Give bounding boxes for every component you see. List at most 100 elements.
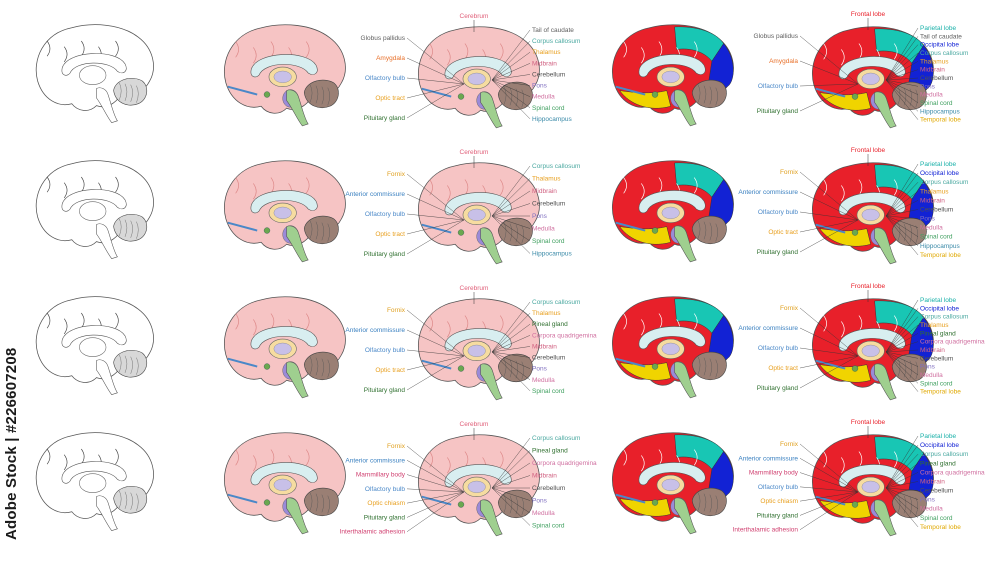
label-midbrain: Midbrain	[920, 347, 945, 354]
leader-line	[491, 79, 531, 120]
label-spinal-cord: Spinal cord	[532, 523, 565, 530]
cerebellum-fold	[903, 495, 907, 514]
label-optic-tract: Optic tract	[375, 95, 405, 102]
brain-body	[35, 432, 154, 532]
olfactory-bulb-shape	[421, 87, 452, 98]
label-globus-pallidus: Globus pallidus	[361, 35, 406, 42]
label-anterior-commissure: Anterior commissure	[738, 189, 798, 196]
thalamus-shape	[79, 201, 107, 221]
leader-line	[799, 307, 859, 357]
leader-line	[885, 36, 919, 81]
globus-pallidus-shape	[467, 72, 486, 85]
label-fornix: Fornix	[387, 307, 406, 314]
leader-line	[885, 487, 919, 491]
cerebellum-fold	[503, 222, 507, 241]
pituitary-shape	[457, 365, 465, 372]
globus-pallidus-shape	[861, 72, 880, 85]
leader-line	[799, 355, 859, 389]
cerebellum-fold	[503, 494, 507, 513]
brain-body	[811, 298, 934, 401]
label-pons: Pons	[920, 497, 936, 504]
label-cerebrum: Cerebrum	[460, 285, 489, 292]
label-frontal-lobe: Frontal lobe	[851, 283, 886, 290]
cerebellum-fold	[321, 494, 325, 513]
leader-line	[885, 79, 919, 87]
gyrus-line	[63, 46, 68, 63]
leader-line	[406, 219, 465, 235]
cerebellum-shape	[691, 487, 727, 517]
leader-line	[491, 487, 531, 514]
cerebellum-fold	[119, 490, 122, 508]
gyrus-line	[46, 312, 51, 329]
cerebellum-fold	[124, 83, 128, 101]
label-hippocampus: Hippocampus	[920, 108, 960, 115]
leader-line	[885, 44, 919, 81]
leader-line	[491, 63, 531, 81]
label-tail-of-caudate: Tail of caudate	[532, 27, 574, 34]
globus-pallidus-shape	[661, 478, 680, 491]
brain-body	[811, 434, 934, 537]
globus-pallidus-shape	[661, 206, 680, 219]
label-olfactory-bulb: Olfactory bulb	[758, 83, 798, 90]
gyrus-line	[235, 41, 239, 58]
label-pons: Pons	[532, 366, 548, 373]
leader-line	[885, 487, 919, 509]
pituitary-shape	[263, 499, 271, 506]
leader-line	[885, 454, 919, 489]
brain-body	[417, 26, 540, 129]
label-pons: Pons	[920, 364, 936, 371]
label-olfactory-bulb: Olfactory bulb	[365, 486, 405, 493]
label-medulla: Medulla	[920, 506, 943, 513]
leader-line	[799, 486, 859, 493]
label-fornix: Fornix	[780, 305, 799, 312]
leader-line	[885, 351, 919, 359]
gyrus-line	[305, 177, 310, 194]
cerebellum-fold	[309, 356, 313, 375]
gyrus-line	[305, 41, 310, 58]
label-corpora-quadrigemina: Corpora quadrigemina	[532, 460, 597, 467]
label-spinal-cord: Spinal cord	[532, 238, 565, 245]
pituitary-shape	[851, 229, 859, 236]
label-medulla: Medulla	[532, 94, 555, 101]
brain-body	[35, 296, 154, 396]
cerebellum-fold	[509, 223, 513, 242]
cerebellum-fold	[715, 87, 718, 106]
gyrus-line	[253, 455, 257, 472]
cerebellum-fold	[703, 85, 707, 104]
cerebellum-fold	[697, 220, 701, 239]
leader-line	[491, 346, 531, 353]
gyrus-line	[63, 454, 68, 471]
leader-line	[885, 77, 919, 81]
leader-line	[885, 215, 919, 237]
cerebellum-shape	[113, 77, 148, 106]
cerebellum-fold	[909, 496, 913, 515]
brain-body	[811, 162, 934, 265]
gyrus-line	[623, 177, 627, 194]
olfactory-bulb-shape	[615, 493, 646, 504]
cerebellum-fold	[509, 359, 513, 378]
leader-line	[799, 211, 859, 221]
pink-labelled-brain	[417, 26, 540, 129]
leader-line	[885, 191, 919, 217]
label-pituitary-gland: Pituitary gland	[364, 251, 406, 258]
label-midbrain: Midbrain	[532, 188, 557, 195]
cerebellum-fold	[309, 84, 313, 103]
leader-line	[406, 491, 465, 504]
label-occipital-lobe: Occipital lobe	[920, 170, 959, 177]
outline-brain-panel	[35, 296, 154, 396]
leader-line	[885, 316, 919, 353]
gyrus-line	[115, 312, 119, 329]
brain-body	[417, 162, 540, 265]
leader-line	[799, 191, 859, 221]
label-pineal-gland: Pineal gland	[920, 460, 956, 467]
leader-line	[885, 69, 919, 81]
gyrus-line	[429, 43, 433, 60]
label-temporal-lobe: Temporal lobe	[920, 524, 961, 531]
leader-line	[885, 351, 919, 384]
gyrus-line	[623, 41, 627, 58]
label-olfactory-bulb: Olfactory bulb	[758, 484, 798, 491]
label-frontal-lobe: Frontal lobe	[851, 419, 886, 426]
globus-pallidus-shape	[273, 342, 292, 355]
leader-line	[491, 450, 531, 489]
